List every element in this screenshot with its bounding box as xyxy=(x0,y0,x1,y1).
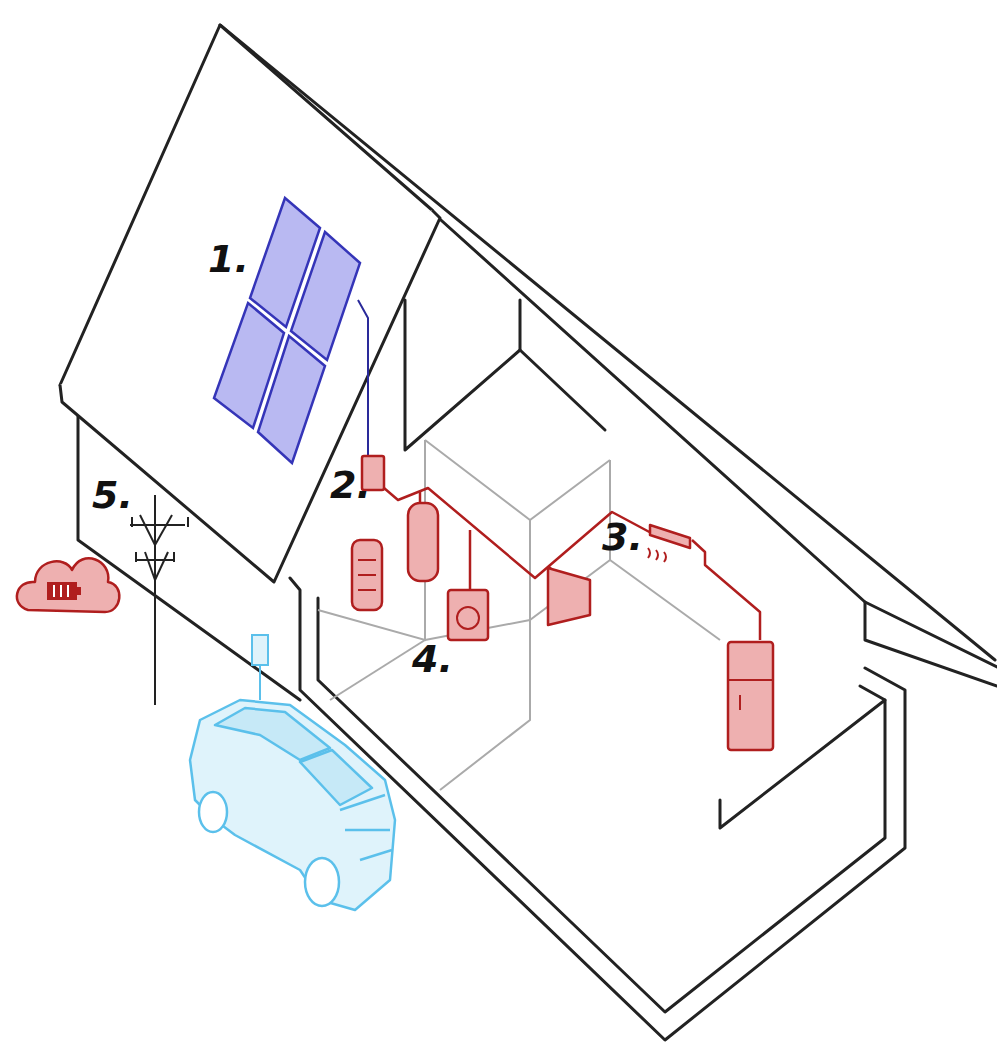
callout-number: 1. xyxy=(208,240,249,278)
callout-number: 5. xyxy=(92,476,133,514)
callout-number: 3. xyxy=(602,518,643,556)
callout-number: 2. xyxy=(330,466,371,504)
callout-number: 4. xyxy=(412,640,453,678)
